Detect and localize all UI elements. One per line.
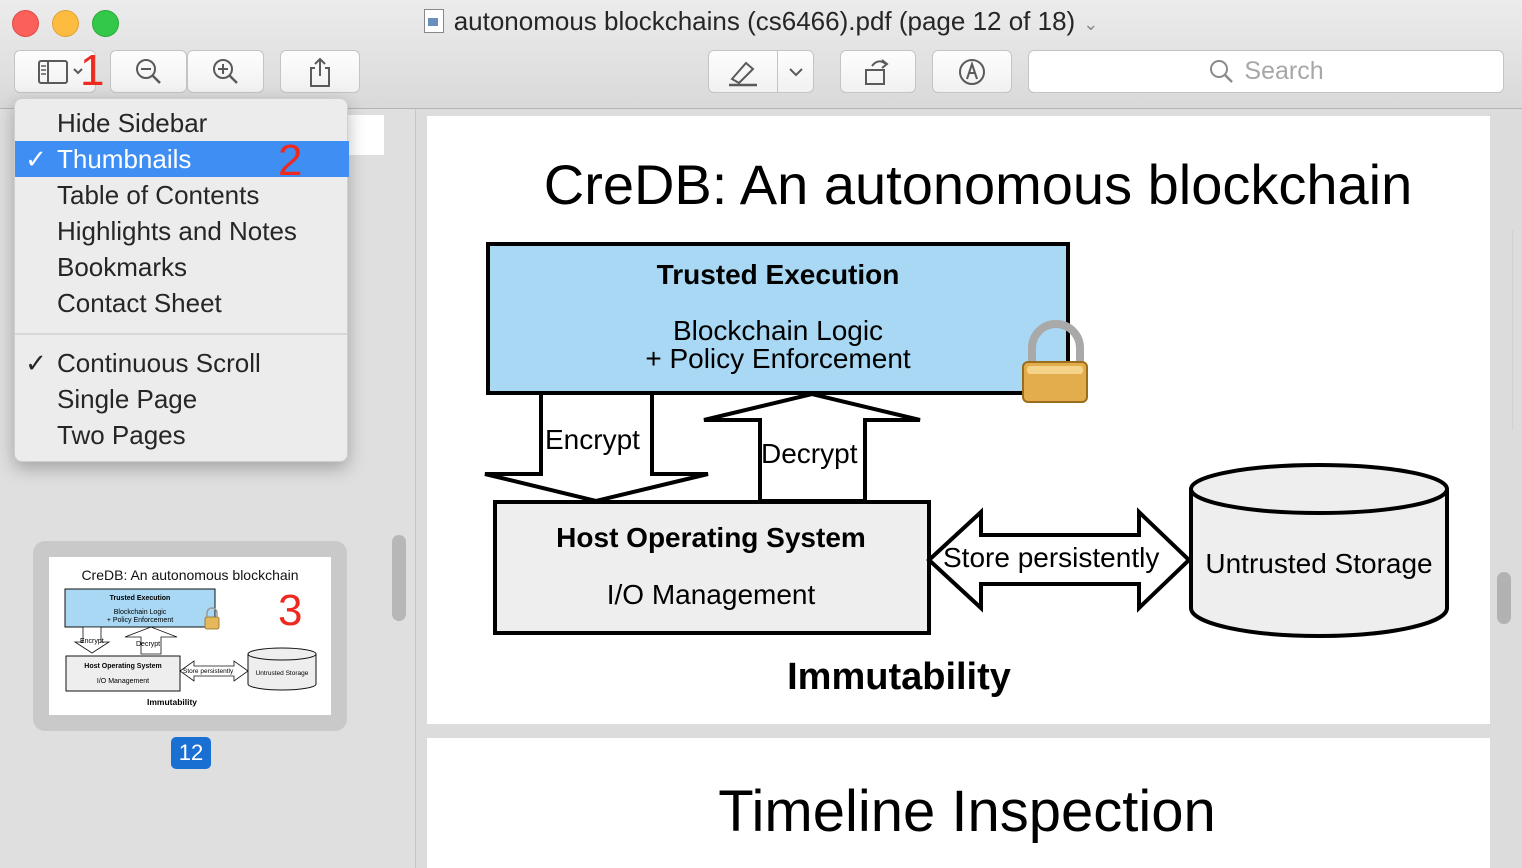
- menu-item-continuous-scroll[interactable]: ✓ Continuous Scroll: [15, 345, 349, 381]
- thumb-footer: Immutability: [147, 697, 197, 707]
- zoom-out-icon: [135, 58, 161, 84]
- page-number-badge: 12: [171, 737, 211, 769]
- markup-button[interactable]: [932, 50, 1012, 93]
- sidebar-icon: [38, 59, 83, 84]
- trusted-execution-box: [486, 242, 1070, 395]
- menu-item-thumbnails[interactable]: ✓ Thumbnails: [15, 141, 349, 177]
- menu-item-hide-sidebar[interactable]: Hide Sidebar: [15, 105, 349, 141]
- zoom-out-button[interactable]: [110, 50, 187, 93]
- next-slide-title: Timeline Inspection: [718, 779, 1216, 844]
- markup-pen-icon: [959, 58, 985, 85]
- annotation-step-3: 3: [278, 586, 303, 635]
- rotate-button[interactable]: [840, 50, 916, 93]
- highlight-button[interactable]: [708, 50, 778, 93]
- search-icon: [1210, 59, 1234, 83]
- thumb-trusted-line1: Blockchain Logic: [114, 609, 167, 616]
- window-edge: [1512, 230, 1522, 430]
- pdf-document-icon: [423, 9, 444, 33]
- encrypt-label: Encrypt: [545, 424, 640, 455]
- highlight-options-button[interactable]: [777, 50, 814, 93]
- sidebar-view-button[interactable]: [14, 50, 96, 93]
- zoom-in-icon: [212, 58, 238, 84]
- thumb-encrypt: Encrypt: [80, 638, 104, 645]
- pdf-page-12: CreDB: An autonomous blockchain Trusted …: [427, 116, 1490, 724]
- padlock-icon: [1022, 320, 1088, 403]
- document-scrollbar[interactable]: [1497, 572, 1511, 624]
- chevron-down-icon: [788, 67, 803, 76]
- slide-title: CreDB: An autonomous blockchain: [544, 153, 1413, 216]
- share-icon: [310, 57, 330, 87]
- menu-item-label: Contact Sheet: [57, 288, 222, 318]
- pdf-page-13: Timeline Inspection: [427, 738, 1490, 868]
- menu-item-label: Highlights and Notes: [57, 216, 297, 246]
- menu-item-label: Two Pages: [57, 420, 186, 450]
- window-toolbar: autonomous blockchains (cs6466).pdf (pag…: [0, 0, 1522, 109]
- trusted-heading: Trusted Execution: [657, 259, 900, 290]
- thumb-host-heading: Host Operating System: [84, 663, 161, 670]
- encrypt-arrow: [484, 391, 709, 504]
- title-chevron-icon[interactable]: ⌄: [1083, 14, 1099, 34]
- rotate-icon: [865, 58, 889, 85]
- search-placeholder: Search: [1244, 57, 1324, 85]
- menu-item-label: Hide Sidebar: [57, 108, 208, 138]
- search-field[interactable]: Search: [1028, 50, 1504, 93]
- checkmark-icon: ✓: [25, 144, 47, 174]
- menu-item-label: Thumbnails: [57, 144, 192, 174]
- close-window-button[interactable]: [12, 10, 39, 37]
- thumbnail-preview: CreDB: An autonomous blockchain Trusted …: [64, 567, 317, 707]
- sidebar-scrollbar[interactable]: [392, 535, 406, 621]
- thumb-store: Store persistently: [183, 668, 234, 675]
- decrypt-label: Decrypt: [761, 438, 858, 469]
- host-os-box: [493, 500, 931, 635]
- menu-item-highlights-and-notes[interactable]: Highlights and Notes: [15, 213, 349, 249]
- decrypt-arrow: [703, 391, 921, 503]
- menu-item-two-pages[interactable]: Two Pages: [15, 417, 349, 453]
- storage-label: Untrusted Storage: [1205, 548, 1432, 579]
- menu-separator: [15, 333, 347, 335]
- host-heading: Host Operating System: [556, 522, 866, 553]
- annotation-step-1: 1: [80, 46, 105, 95]
- window-title: autonomous blockchains (cs6466).pdf (pag…: [0, 6, 1522, 37]
- untrusted-storage-cylinder: [1189, 489, 1449, 638]
- annotation-step-2: 2: [278, 136, 303, 185]
- menu-item-contact-sheet[interactable]: Contact Sheet: [15, 285, 349, 321]
- thumbnail-title: CreDB: An autonomous blockchain: [81, 567, 298, 583]
- zoom-in-button[interactable]: [187, 50, 264, 93]
- trusted-line2: + Policy Enforcement: [645, 343, 911, 374]
- page-thumbnail[interactable]: CreDB: An autonomous blockchain Trusted …: [49, 557, 331, 715]
- menu-item-label: Table of Contents: [57, 180, 260, 210]
- thumb-host-line1: I/O Management: [97, 678, 149, 685]
- immutability-label: Immutability: [787, 656, 1011, 698]
- highlighter-icon: [729, 61, 757, 86]
- host-line1: I/O Management: [607, 579, 816, 610]
- store-label: Store persistently: [943, 542, 1159, 573]
- trusted-line1: Blockchain Logic: [673, 315, 883, 346]
- menu-item-label: Bookmarks: [57, 252, 188, 282]
- minimize-window-button[interactable]: [52, 10, 79, 37]
- thumb-trusted-line2: + Policy Enforcement: [107, 617, 173, 624]
- thumb-decrypt: Decrypt: [136, 641, 160, 648]
- menu-item-bookmarks[interactable]: Bookmarks: [15, 249, 349, 285]
- menu-item-label: Continuous Scroll: [57, 348, 261, 378]
- menu-item-single-page[interactable]: Single Page: [15, 381, 349, 417]
- window-title-text: autonomous blockchains (cs6466).pdf (pag…: [453, 6, 1076, 36]
- zoom-window-button[interactable]: [92, 10, 119, 37]
- thumb-trusted-heading: Trusted Execution: [110, 595, 171, 602]
- share-button[interactable]: [280, 50, 360, 93]
- menu-item-label: Single Page: [57, 384, 198, 414]
- thumb-storage: Untrusted Storage: [256, 670, 309, 677]
- checkmark-icon: ✓: [25, 348, 47, 378]
- slide-diagram: CreDB: An autonomous blockchain Trusted …: [484, 153, 1449, 698]
- sidebar-view-menu: Hide Sidebar ✓ Thumbnails Table of Conte…: [14, 98, 349, 462]
- menu-item-table-of-contents[interactable]: Table of Contents: [15, 177, 349, 213]
